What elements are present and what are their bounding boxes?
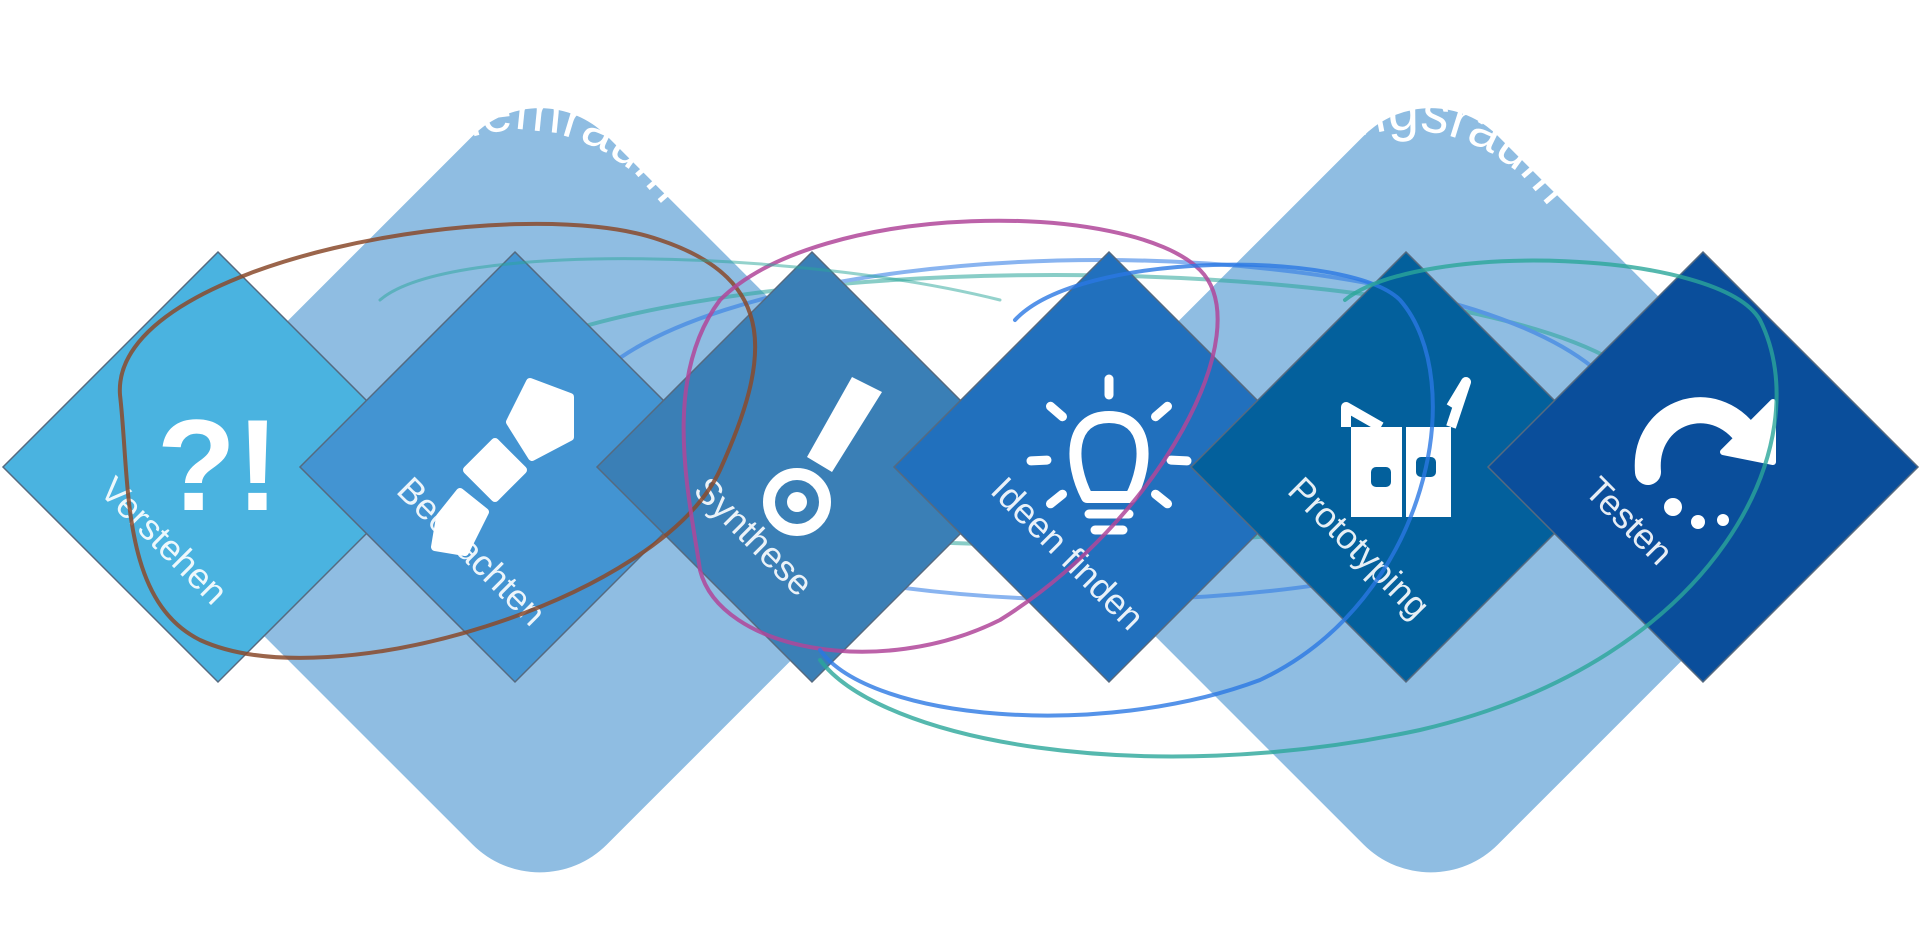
svg-text:?!: ?!: [157, 392, 280, 538]
phase-diamond-ideen: [892, 250, 1326, 684]
loop-ideen-to-testen: [818, 262, 1435, 718]
phase-diamond-synthese: [595, 250, 1029, 684]
marker-pin-icon: [763, 377, 882, 536]
footprints-icon: [431, 378, 574, 556]
phase-tile-ideen: Ideen finden: [892, 250, 1326, 684]
loop-lines-front: [117, 218, 1779, 759]
question-exclamation-icon: ?!: [157, 392, 280, 538]
loop-verstehen-to-synthese: [117, 221, 758, 660]
phase-tile-testen: Testen: [1486, 250, 1920, 684]
curved-arrow-icon: [1634, 397, 1776, 529]
loop-synthese-to-ideen: [681, 218, 1220, 654]
loop-beobachten-to-prototyping-front: [378, 257, 1002, 302]
phase-tile-synthese: Synthese: [595, 250, 1029, 684]
phase-diamond-verstehen: [1, 250, 435, 684]
loop-prototyping-to-testen: [818, 258, 1779, 759]
phase-diamond-testen: [1486, 250, 1920, 684]
cardboard-box-icon: [1341, 377, 1471, 517]
